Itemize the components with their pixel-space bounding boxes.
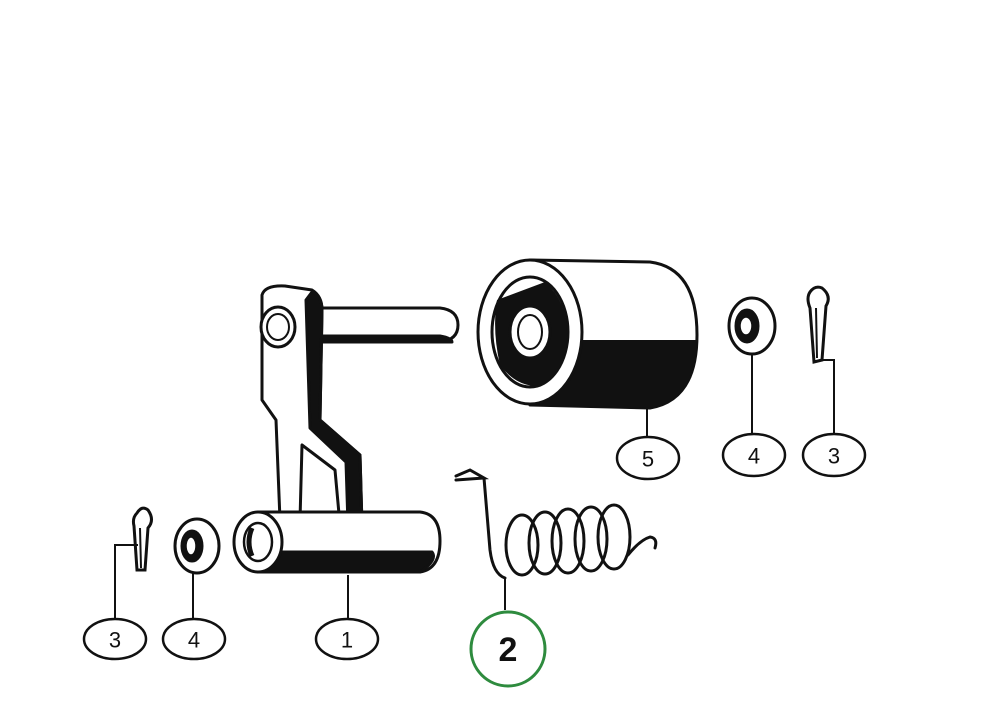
callout-label: 3 [109,628,121,653]
leader-lines [114,354,835,620]
callout-3-right: 3 [801,432,867,478]
torsion-spring-part [454,468,658,580]
cotter-pin-left-part [131,506,153,572]
roller-part [476,258,699,410]
callout-label: 4 [748,444,760,469]
callout-4-right: 4 [721,432,787,478]
callout-label: 4 [188,628,200,653]
washer-left-part [173,517,221,575]
washer-right-part [727,296,777,356]
callout-label: 2 [499,631,518,669]
callout-4-left: 4 [161,617,227,661]
callout-label: 5 [642,447,654,472]
callout-label: 1 [341,628,353,653]
cotter-pin-right-part [806,285,830,364]
callout-2-highlighted: 2 [469,610,547,688]
callout-5: 5 [615,435,681,481]
callout-1: 1 [314,617,380,661]
callout-3-left: 3 [82,617,148,661]
crank-arm-part [232,284,460,574]
callout-label: 3 [828,444,840,469]
